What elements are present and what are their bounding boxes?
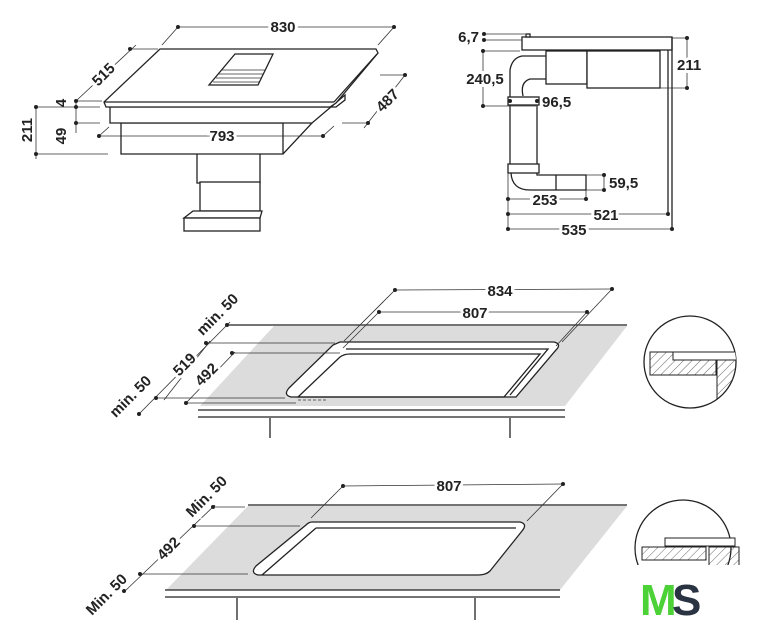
top-install-view: 807 Min. 50 492 Min. 50 bbox=[80, 470, 627, 622]
dimension-807-top: 807 bbox=[310, 475, 565, 522]
dim-label: 253 bbox=[532, 192, 557, 209]
dimension-535: 535 bbox=[506, 219, 674, 242]
dim-label: 830 bbox=[270, 19, 295, 36]
dimension-834: 834 bbox=[343, 280, 614, 343]
logo-letter-s: S bbox=[672, 576, 701, 625]
dimension-211-side: 211 bbox=[660, 36, 704, 90]
dim-label: 96,5 bbox=[542, 94, 571, 111]
hob-isometric-view: 830 515 487 4 49 bbox=[16, 16, 407, 232]
duct-collar-lower bbox=[507, 163, 540, 174]
dim-label: 793 bbox=[209, 128, 234, 145]
dimension-240-5: 240,5 bbox=[463, 49, 536, 108]
dim-label: min. 50 bbox=[194, 291, 243, 340]
dim-label: 211 bbox=[677, 57, 701, 74]
logo-letter-m: M bbox=[640, 576, 677, 625]
hob-body-lip bbox=[109, 93, 346, 124]
duct-column-upper bbox=[196, 151, 261, 184]
dim-label: 521 bbox=[593, 207, 618, 224]
motor-box bbox=[545, 50, 588, 85]
dim-label: min. 50 bbox=[107, 373, 156, 422]
dimension-heights: 4 49 211 bbox=[16, 98, 108, 159]
top-mount-detail-circle bbox=[634, 499, 740, 565]
glass-plate bbox=[521, 36, 673, 51]
dim-label: 535 bbox=[561, 222, 586, 239]
dim-label: 211 bbox=[19, 118, 36, 142]
flush-install-view: 834 807 min. 50 519 492 min. 50 bbox=[104, 280, 627, 438]
dim-label: 240,5 bbox=[466, 71, 504, 88]
dim-label: 59,5 bbox=[609, 175, 638, 192]
dim-label: Min. 50 bbox=[83, 571, 131, 619]
duct-foot-top bbox=[182, 210, 263, 219]
duct-column-lower bbox=[199, 181, 261, 212]
duct-foot bbox=[183, 217, 261, 232]
control-box bbox=[586, 50, 661, 89]
duct-pipe-outer bbox=[509, 55, 546, 166]
ms-logo: M S bbox=[640, 576, 701, 625]
dim-label: 49 bbox=[53, 128, 70, 145]
dimension-6-7: 6,7 bbox=[458, 29, 525, 46]
dim-label: 834 bbox=[487, 283, 513, 300]
vent-grille-icon bbox=[207, 53, 275, 86]
dim-label: 807 bbox=[462, 305, 487, 322]
dim-label: 4 bbox=[53, 98, 70, 107]
flush-detail-circle bbox=[643, 315, 737, 409]
cutout-inner bbox=[296, 353, 542, 398]
dimension-807-flush: 807 bbox=[342, 302, 589, 349]
dimension-793: 793 bbox=[97, 125, 335, 148]
dimension-253: 253 bbox=[506, 173, 588, 231]
dimension-96-5: 96,5 bbox=[508, 94, 571, 111]
duct-elbow bbox=[510, 172, 587, 191]
dimension-830: 830 bbox=[161, 16, 396, 46]
duct-collar bbox=[507, 96, 540, 106]
hob-side-view: 6,7 240,5 96,5 211 59,5 bbox=[458, 29, 704, 242]
dimension-59-5: 59,5 bbox=[586, 173, 638, 192]
dim-label: 807 bbox=[436, 478, 461, 495]
dim-label: Min. 50 bbox=[183, 473, 231, 521]
cutout-outer bbox=[252, 521, 526, 576]
dim-label: 6,7 bbox=[458, 29, 479, 46]
dimension-521: 521 bbox=[506, 204, 670, 227]
